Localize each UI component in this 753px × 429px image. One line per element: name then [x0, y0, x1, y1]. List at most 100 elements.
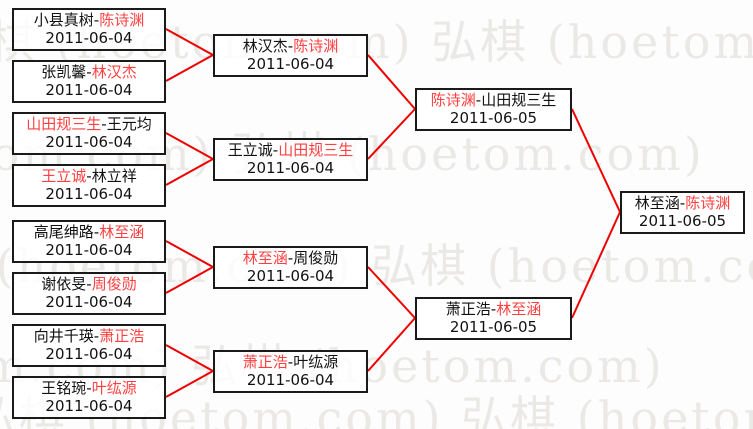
- match-date: 2011-06-04: [45, 185, 133, 203]
- connector-line: [165, 54, 214, 82]
- player-name-left: 林至涵: [634, 194, 680, 213]
- player-name-left: 向井千瑛: [33, 327, 94, 346]
- player-separator: -: [475, 91, 482, 110]
- player-name-right: 叶纮源: [293, 353, 339, 372]
- match-box[interactable]: 王铭琬-叶纮源 2011-06-04: [12, 376, 166, 419]
- match-box-final[interactable]: 林至涵-陈诗渊 2011-06-05: [620, 191, 745, 234]
- player-name-right: 陈诗渊: [293, 37, 339, 56]
- match-players: 陈诗渊-山田规三生: [431, 92, 556, 109]
- player-name-left: 王铭琬: [41, 379, 87, 398]
- match-players: 张凯馨-林汉杰: [41, 64, 136, 81]
- player-name-left: 小县真树: [33, 11, 94, 30]
- match-players: 高尾绅路-林至涵: [34, 224, 144, 241]
- player-name-left: 高尾绅路: [33, 223, 94, 242]
- player-name-right: 萧正浩: [99, 327, 145, 346]
- player-name-right: 林汉杰: [91, 63, 137, 82]
- player-name-right: 周俊勋: [91, 275, 137, 294]
- connector-line: [165, 344, 214, 372]
- player-name-right: 陈诗渊: [99, 11, 145, 30]
- connector-line: [571, 211, 621, 319]
- match-date: 2011-06-04: [45, 81, 133, 99]
- match-date: 2011-06-04: [45, 293, 133, 311]
- match-date: 2011-06-04: [45, 345, 133, 363]
- player-name-left: 谢依旻: [41, 275, 87, 294]
- player-name-left: 林汉杰: [242, 37, 288, 56]
- match-box[interactable]: 林汉杰-陈诗渊 2011-06-04: [213, 34, 368, 77]
- match-players: 王铭琬-叶纮源: [41, 380, 136, 397]
- player-name-left: 陈诗渊: [430, 91, 476, 110]
- match-box[interactable]: 萧正浩-林至涵 2011-06-05: [415, 297, 572, 340]
- match-players: 萧正浩-林至涵: [446, 301, 541, 318]
- player-name-left: 林至涵: [242, 249, 288, 268]
- player-name-left: 王立诚: [41, 167, 87, 186]
- player-name-right: 叶纮源: [91, 379, 137, 398]
- match-box[interactable]: 萧正浩-叶纮源 2011-06-04: [213, 350, 368, 393]
- connector-line: [165, 28, 214, 56]
- match-box[interactable]: 王立诚-山田规三生 2011-06-04: [213, 138, 368, 181]
- player-separator: -: [287, 249, 294, 268]
- connector-line: [165, 240, 214, 268]
- player-separator: -: [86, 379, 92, 398]
- match-date: 2011-06-04: [45, 29, 133, 47]
- player-separator: -: [86, 275, 92, 294]
- player-separator: -: [272, 141, 279, 160]
- player-name-right: 周俊勋: [293, 249, 339, 268]
- match-date: 2011-06-04: [45, 241, 133, 259]
- player-name-right: 王元均: [106, 115, 152, 134]
- connector-line: [367, 317, 416, 372]
- match-players: 林汉杰-陈诗渊: [243, 38, 338, 55]
- match-box[interactable]: 小县真树-陈诗渊 2011-06-04: [12, 8, 166, 51]
- player-name-right: 陈诗渊: [685, 194, 731, 213]
- connector-line: [367, 54, 416, 110]
- player-name-right: 山田规三生: [278, 141, 354, 160]
- match-box[interactable]: 陈诗渊-山田规三生 2011-06-05: [415, 88, 572, 131]
- match-date: 2011-06-04: [246, 371, 335, 389]
- player-separator: -: [101, 115, 107, 134]
- match-date: 2011-06-04: [45, 133, 133, 151]
- player-separator: -: [679, 194, 686, 213]
- match-players: 王立诚-林立祥: [41, 168, 136, 185]
- player-name-right: 山田规三生: [481, 91, 557, 110]
- connector-line: [165, 158, 214, 186]
- connector-line: [165, 132, 214, 160]
- match-players: 萧正浩-叶纮源: [243, 354, 338, 371]
- connector-line: [571, 108, 621, 213]
- match-players: 王立诚-山田规三生: [228, 142, 353, 159]
- player-name-right: 林立祥: [91, 167, 137, 186]
- player-name-left: 王立诚: [227, 141, 273, 160]
- player-name-right: 林至涵: [496, 300, 542, 319]
- match-players: 小县真树-陈诗渊: [34, 12, 144, 29]
- match-date: 2011-06-04: [45, 397, 133, 415]
- match-date: 2011-06-05: [449, 109, 538, 127]
- match-players: 林至涵-陈诗渊: [635, 195, 730, 212]
- player-name-left: 萧正浩: [242, 353, 288, 372]
- match-box[interactable]: 高尾绅路-林至涵 2011-06-04: [12, 220, 166, 263]
- match-box[interactable]: 山田规三生-王元均 2011-06-04: [12, 112, 166, 155]
- player-separator: -: [86, 167, 92, 186]
- match-date: 2011-06-05: [449, 318, 538, 336]
- match-date: 2011-06-05: [638, 212, 727, 230]
- player-separator: -: [93, 223, 100, 242]
- player-separator: -: [93, 327, 100, 346]
- connector-line: [165, 266, 214, 294]
- player-separator: -: [287, 353, 294, 372]
- player-name-left: 张凯馨: [41, 63, 87, 82]
- match-box[interactable]: 林至涵-周俊勋 2011-06-04: [213, 246, 368, 289]
- match-box[interactable]: 王立诚-林立祥 2011-06-04: [12, 164, 166, 207]
- player-separator: -: [490, 300, 497, 319]
- match-players: 山田规三生-王元均: [26, 116, 151, 133]
- player-separator: -: [86, 63, 92, 82]
- match-box[interactable]: 向井千瑛-萧正浩 2011-06-04: [12, 324, 166, 367]
- match-players: 向井千瑛-萧正浩: [34, 328, 144, 345]
- match-date: 2011-06-04: [246, 267, 335, 285]
- player-name-left: 山田规三生: [26, 115, 102, 134]
- player-name-left: 萧正浩: [445, 300, 491, 319]
- match-box[interactable]: 谢依旻-周俊勋 2011-06-04: [12, 272, 166, 315]
- player-name-right: 林至涵: [99, 223, 145, 242]
- match-players: 林至涵-周俊勋: [243, 250, 338, 267]
- connector-line: [367, 108, 416, 160]
- match-box[interactable]: 张凯馨-林汉杰 2011-06-04: [12, 60, 166, 103]
- connector-line: [367, 266, 416, 319]
- player-separator: -: [93, 11, 100, 30]
